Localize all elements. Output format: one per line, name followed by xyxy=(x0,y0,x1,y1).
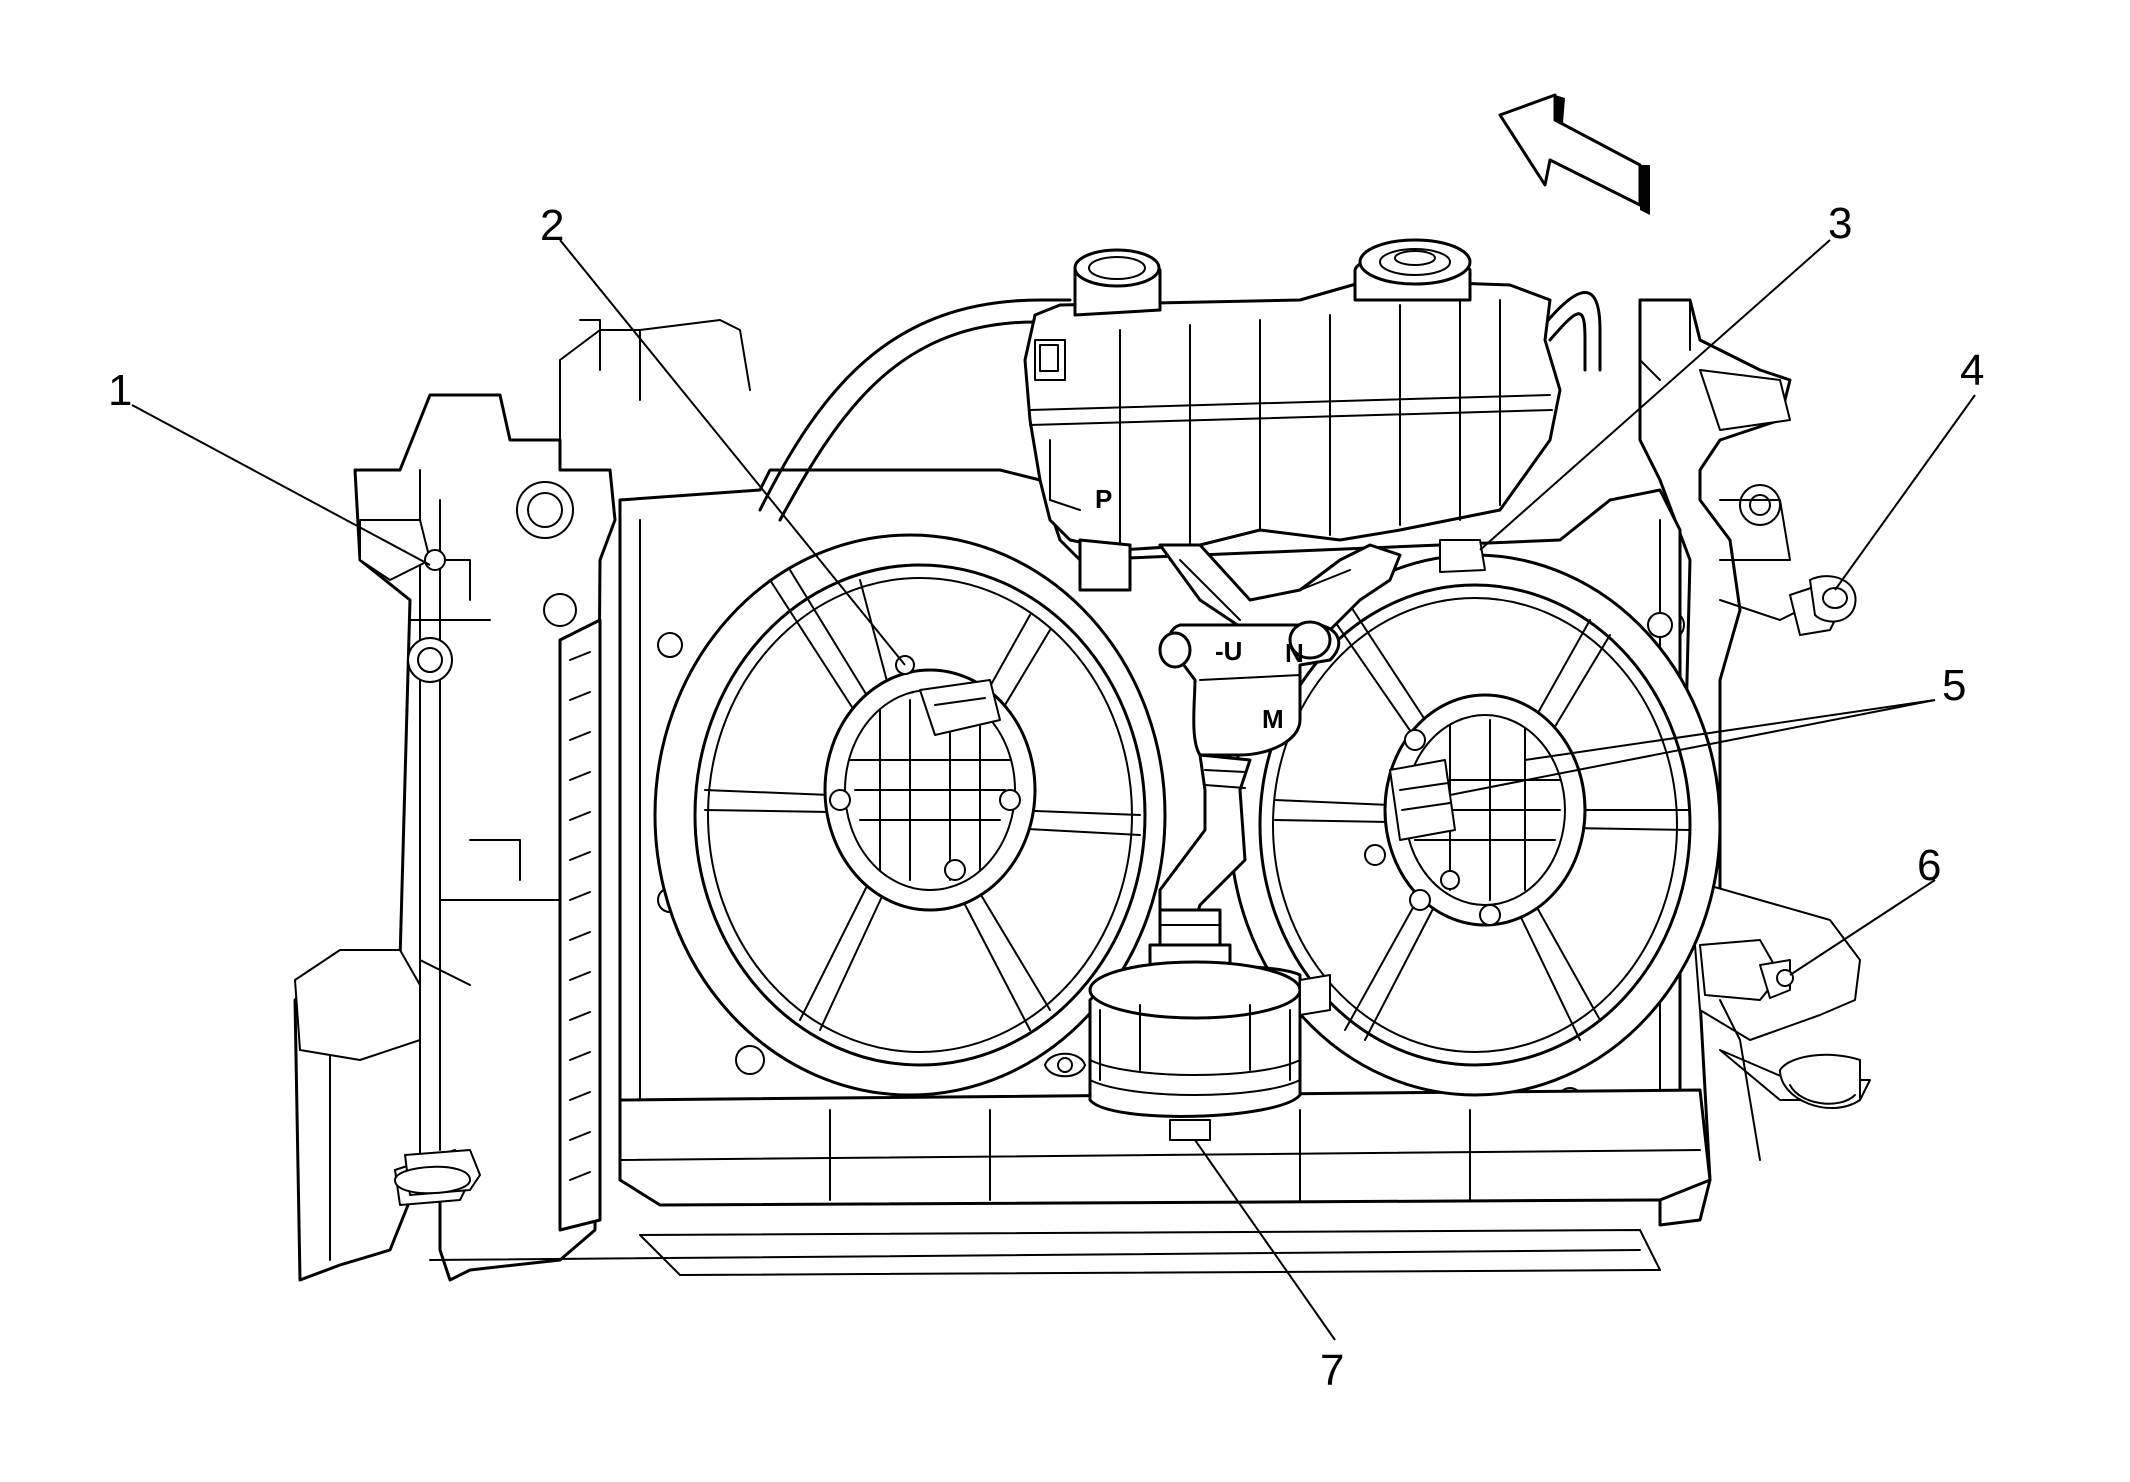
arrow-forward-icon xyxy=(1498,93,1650,215)
marking-n: N xyxy=(1285,638,1304,668)
marking-u: -U xyxy=(1215,636,1242,666)
upper-hose xyxy=(758,291,1602,522)
callout-3: 3 xyxy=(1828,199,1852,248)
radiator-core-left xyxy=(558,618,602,1232)
callout-7: 7 xyxy=(1320,1346,1344,1395)
marking-p: P xyxy=(1095,484,1112,514)
sensor-connector-right xyxy=(1719,575,1857,636)
coolant-pump-assembly xyxy=(1044,543,1402,1141)
coolant-surge-tank xyxy=(1023,238,1562,601)
connector-right-lower xyxy=(1699,939,1794,1001)
callout-1: 1 xyxy=(108,366,132,415)
callout-leaders xyxy=(131,239,1976,1341)
callout-6: 6 xyxy=(1917,841,1941,890)
radiator-support-left xyxy=(293,319,751,1282)
marking-m: M xyxy=(1262,704,1284,734)
cooling-fan-left xyxy=(653,533,1167,1097)
callout-labels: 1 2 3 4 5 6 7 xyxy=(108,199,1984,1395)
callout-4: 4 xyxy=(1960,346,1984,395)
callout-5: 5 xyxy=(1942,661,1966,710)
callout-2: 2 xyxy=(540,201,564,250)
cooling-fan-right xyxy=(1228,553,1722,1097)
